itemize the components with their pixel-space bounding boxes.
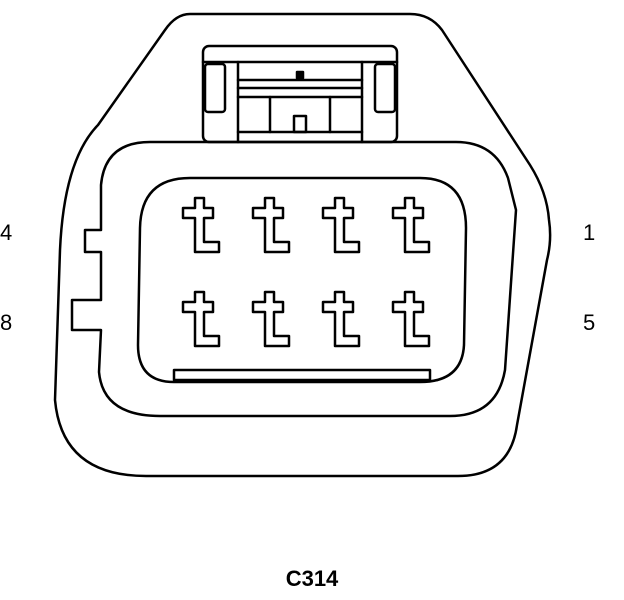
- terminal-pin: [251, 196, 291, 254]
- pin-cavity-outline: [136, 176, 468, 384]
- pin-label-top-left: 4: [0, 220, 13, 245]
- terminal-pin: [321, 196, 361, 254]
- terminal-pin: [321, 290, 361, 348]
- terminal-pin: [181, 290, 221, 348]
- outer-housing-outline: [53, 12, 552, 478]
- pin-label-bottom-left: 8: [0, 310, 13, 335]
- inner-frame-outline: [70, 140, 518, 418]
- pin-label-bottom-right: 5: [583, 310, 596, 335]
- terminal-pin: [251, 290, 291, 348]
- terminal-pin: [391, 196, 431, 254]
- connector-id-label: C314: [285, 566, 339, 591]
- terminal-pin: [181, 196, 221, 254]
- terminal-pin: [391, 290, 431, 348]
- keyway-bar: [172, 368, 432, 382]
- latch-housing: [201, 44, 399, 144]
- pin-label-top-right: 1: [583, 220, 596, 245]
- pin-group: [181, 196, 431, 348]
